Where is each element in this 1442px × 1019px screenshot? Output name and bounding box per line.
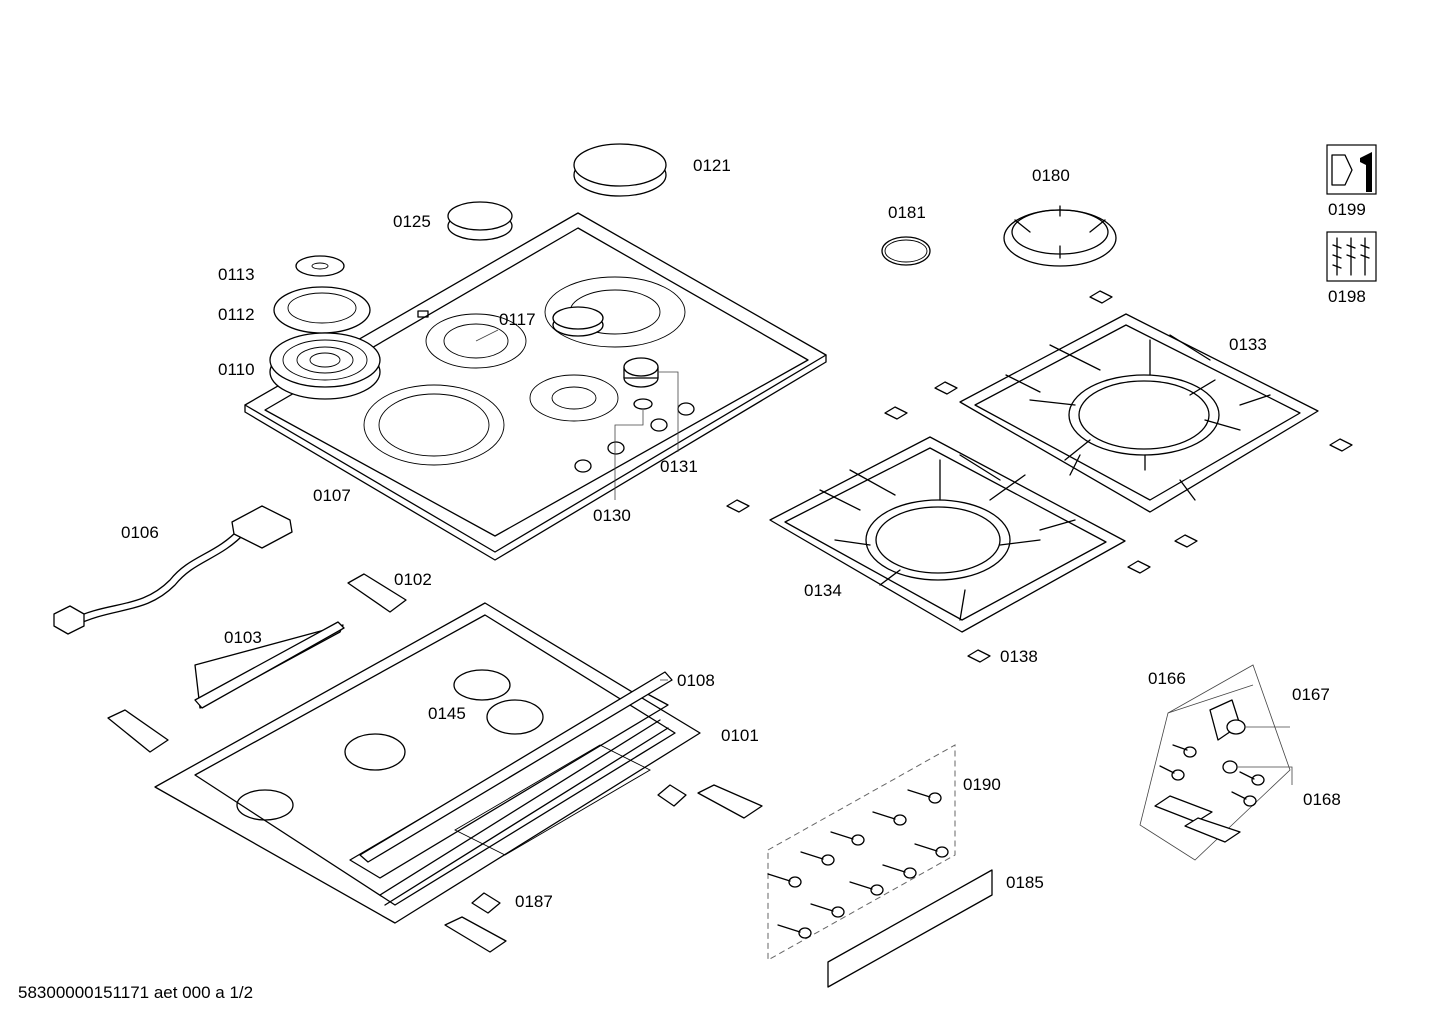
wok-ring xyxy=(1003,205,1117,267)
base-tray xyxy=(154,602,701,924)
leader-lines xyxy=(475,329,668,681)
label-0117: 0117 xyxy=(499,310,536,329)
seal-ring xyxy=(881,236,931,266)
label-0166: 0166 xyxy=(1148,669,1186,688)
label-0125: 0125 xyxy=(393,212,431,231)
spanner-service-icon xyxy=(1326,144,1377,195)
label-0185: 0185 xyxy=(1006,873,1044,892)
label-0106: 0106 xyxy=(121,523,159,542)
label-0181: 0181 xyxy=(888,203,926,222)
pan-support-left xyxy=(769,436,1126,633)
label-0113: 0113 xyxy=(218,265,255,284)
document-footer: 58300000151171 aet 000 a 1/2 xyxy=(18,983,253,1002)
label-0190: 0190 xyxy=(963,775,1001,794)
label-0134: 0134 xyxy=(804,581,842,600)
burner-cap-medium xyxy=(447,201,513,241)
label-0131: 0131 xyxy=(660,457,698,476)
label-0138: 0138 xyxy=(1000,647,1038,666)
label-0108: 0108 xyxy=(677,671,715,690)
label-0107: 0107 xyxy=(313,486,351,505)
label-0167: 0167 xyxy=(1292,685,1330,704)
label-0110: 0110 xyxy=(218,360,255,379)
label-0187: 0187 xyxy=(515,892,553,911)
screws-kit xyxy=(767,744,956,961)
label-0101: 0101 xyxy=(721,726,759,745)
power-cord xyxy=(53,505,293,635)
label-0180: 0180 xyxy=(1032,166,1070,185)
seal-strip-0185 xyxy=(827,869,993,988)
label-0198: 0198 xyxy=(1328,287,1366,306)
label-0145: 0145 xyxy=(428,704,466,723)
hob-top-plate xyxy=(244,212,827,561)
gas-connector-kit xyxy=(1139,664,1293,861)
part-labels: 0121 0125 0113 0112 0110 0117 0131 0130 … xyxy=(121,156,1366,911)
label-0112: 0112 xyxy=(218,305,255,324)
screws-set-icon xyxy=(1326,231,1377,282)
wok-burner-rings xyxy=(269,255,381,400)
label-0102: 0102 xyxy=(394,570,432,589)
label-0121: 0121 xyxy=(693,156,731,175)
burner-cap-large xyxy=(573,143,667,197)
label-0130: 0130 xyxy=(593,506,631,525)
pan-support-right xyxy=(959,313,1319,513)
strip-0103 xyxy=(194,621,345,709)
control-knob xyxy=(614,357,679,500)
label-0199: 0199 xyxy=(1328,200,1366,219)
rubber-feet xyxy=(726,290,1353,663)
label-0133: 0133 xyxy=(1229,335,1267,354)
gas-pipe-bar xyxy=(359,671,673,863)
clamp-brackets xyxy=(107,573,763,953)
burner-cap-small xyxy=(552,306,604,337)
label-0103: 0103 xyxy=(224,628,262,647)
label-0168: 0168 xyxy=(1303,790,1341,809)
